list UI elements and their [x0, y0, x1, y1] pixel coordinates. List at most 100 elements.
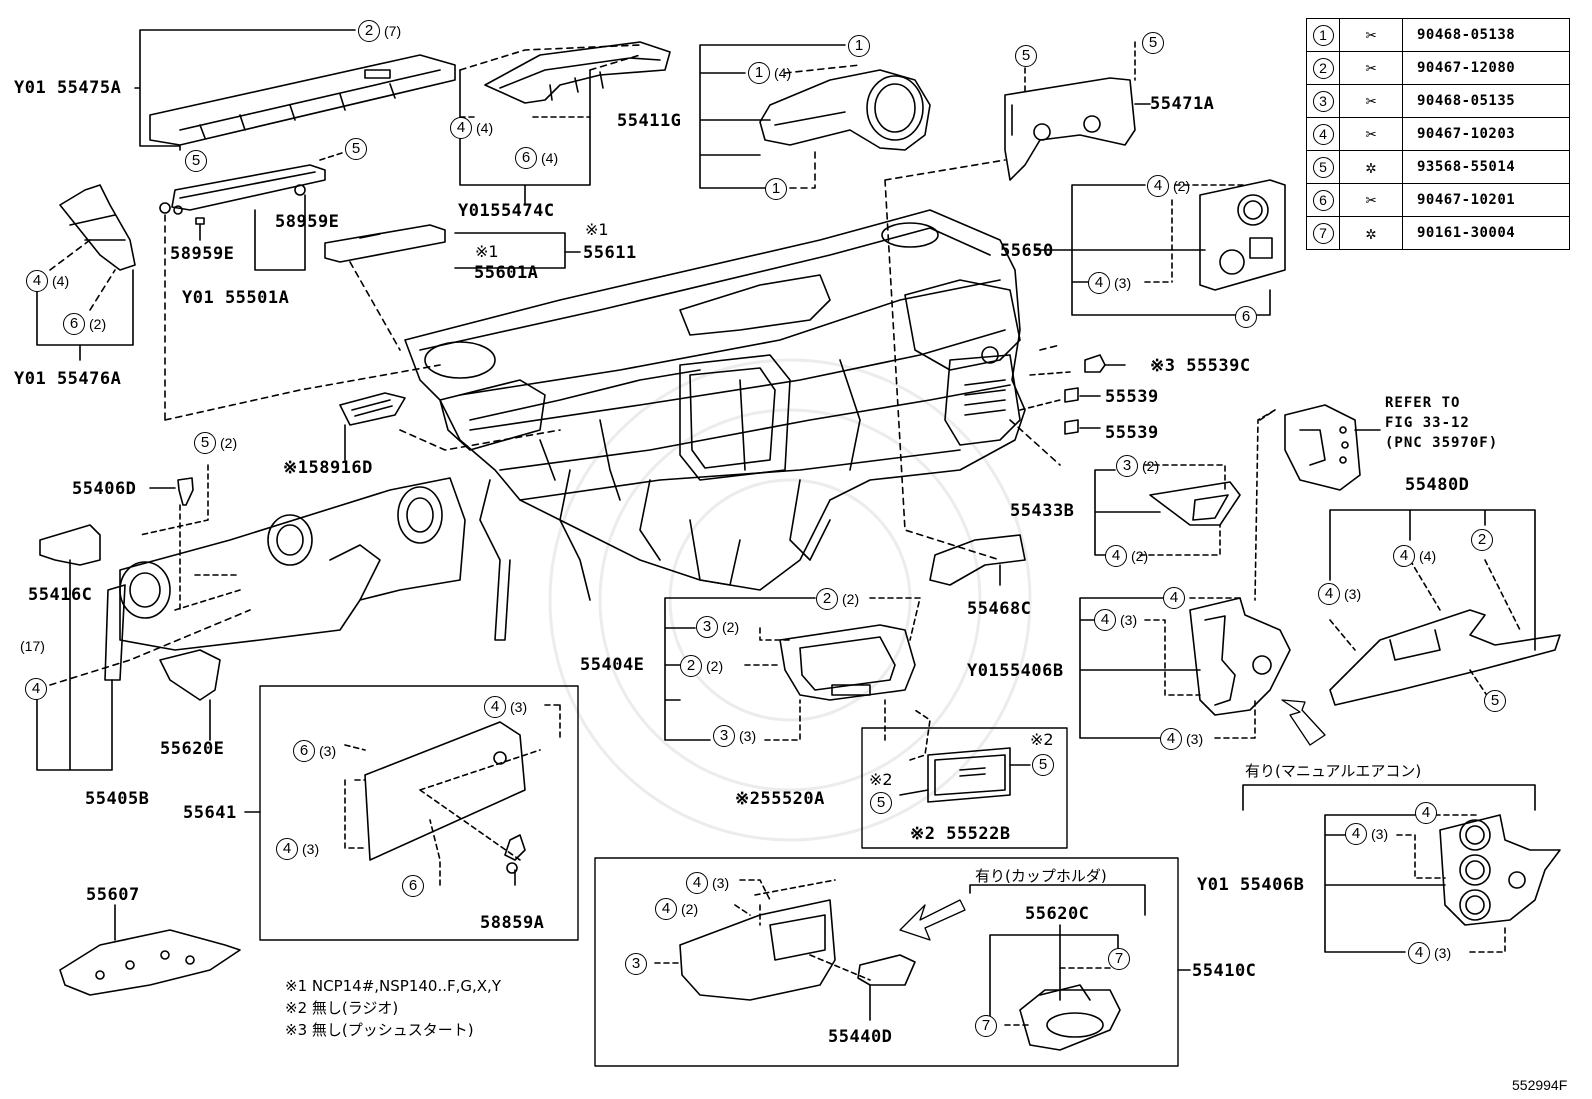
legend-row: 1✂90468-05138	[1306, 18, 1570, 52]
trim-55468C	[929, 534, 1026, 586]
part-label-55620C[interactable]: 55620C	[1025, 904, 1090, 924]
legend-key: 5	[1306, 150, 1340, 184]
callout-quantity: (3)	[1186, 731, 1204, 747]
callout-number: 5	[1015, 45, 1037, 67]
callout-quantity: (2)	[89, 316, 107, 332]
footnote: ※1 NCP14#,NSP140..F,G,X,Y	[285, 977, 501, 995]
callout-quantity: (3)	[739, 728, 757, 744]
callout-quantity: (4)	[476, 120, 494, 136]
refer-note[interactable]: REFER TO FIG 33-12 (PNC 35970F)	[1385, 393, 1498, 453]
part-label-55410C[interactable]: 55410C	[1192, 961, 1257, 981]
callout-number: 4	[1393, 545, 1415, 567]
legend-key: 2	[1306, 51, 1340, 85]
part-label-55539-2[interactable]: 55539	[1105, 423, 1159, 443]
callout-number: 1	[848, 35, 870, 57]
variant-label-cup-holder: 有り(カップホルダ)	[975, 867, 1107, 885]
footnote-mark: ※1	[475, 242, 499, 261]
leader	[134, 29, 356, 151]
callout-quantity: (3)	[510, 699, 528, 715]
part-label-55539C[interactable]: ※3 55539C	[1150, 356, 1251, 376]
part-label-55601A[interactable]: 55601A	[474, 263, 539, 283]
clip-icon: ✂	[1339, 18, 1403, 52]
part-label-55522B[interactable]: ※2 55522B	[910, 824, 1011, 844]
legend-row: 6✂90467-10201	[1306, 183, 1570, 217]
part-label-55611[interactable]: 55611	[583, 243, 637, 263]
quantity-label: (17)	[20, 638, 45, 654]
part-label-58916D[interactable]: ※158916D	[283, 458, 373, 478]
legend-key-number: 4	[1312, 123, 1334, 145]
legend-part-number[interactable]: 90467-10203	[1402, 117, 1570, 151]
part-label-55406D[interactable]: 55406D	[72, 479, 137, 499]
diagram-id: 552994F	[1512, 1077, 1568, 1093]
part-label-55520A[interactable]: ※255520A	[735, 789, 825, 809]
screw-icon: ✲	[1339, 216, 1403, 250]
part-label-58959E[interactable]: 58959E	[275, 212, 340, 232]
callout-number: 7	[975, 1015, 997, 1037]
callout-number: 4	[1105, 545, 1127, 567]
panel-55475A	[149, 54, 456, 146]
callout-quantity: (3)	[1120, 612, 1138, 628]
callout-quantity: (3)	[319, 743, 337, 759]
callout-quantity: (3)	[1114, 275, 1132, 291]
callout-number: 6	[515, 147, 537, 169]
legend-part-number[interactable]: 90468-05135	[1402, 84, 1570, 118]
part-label-55471A[interactable]: 55471A	[1150, 94, 1215, 114]
part-label-55641[interactable]: 55641	[183, 803, 237, 823]
part-label-55539[interactable]: 55539	[1105, 387, 1159, 407]
part-label-55405B[interactable]: 55405B	[85, 789, 150, 809]
callout-number: 4	[1318, 583, 1340, 605]
part-label-58959E-2[interactable]: 58959E	[170, 244, 235, 264]
callout-quantity: (3)	[712, 875, 730, 891]
callout-number: 4	[1163, 587, 1185, 609]
refer-line: REFER TO	[1385, 395, 1461, 411]
part-label-55440D[interactable]: 55440D	[828, 1027, 893, 1047]
callout-number: 1	[748, 62, 770, 84]
part-label-55404E[interactable]: 55404E	[580, 655, 645, 675]
variant-label-manual-ac: 有り(マニュアルエアコン)	[1245, 762, 1422, 780]
part-label-58859A[interactable]: 58859A	[480, 913, 545, 933]
bezel-55404E	[779, 624, 916, 701]
footnote: ※2 無し(ラジオ)	[285, 999, 399, 1017]
part-label-55406B[interactable]: Y0155406B	[967, 661, 1064, 681]
callout-number: 6	[63, 313, 85, 335]
screw-icon: ✲	[1339, 150, 1403, 184]
legend-part-number[interactable]: 90467-12080	[1402, 51, 1570, 85]
part-label-55476A[interactable]: Y01 55476A	[14, 369, 122, 389]
part-label-55650[interactable]: 55650	[1000, 241, 1054, 261]
callout-number: 4	[26, 270, 48, 292]
part-label-55480D[interactable]: 55480D	[1405, 475, 1470, 495]
part-label-55411G[interactable]: 55411G	[617, 111, 682, 131]
callout-quantity: (2)	[681, 901, 699, 917]
callout-quantity: (4)	[541, 150, 559, 166]
meter-hood-55411G	[759, 69, 931, 151]
part-label-55416C[interactable]: 55416C	[28, 585, 93, 605]
part-label-55607[interactable]: 55607	[86, 885, 140, 905]
legend-row: 5✲93568-55014	[1306, 150, 1570, 184]
strip-55405B	[104, 584, 126, 681]
callout-number: 5	[1032, 754, 1054, 776]
callout-number: 6	[402, 875, 424, 897]
part-label-55620E[interactable]: 55620E	[160, 739, 225, 759]
lid-55601A	[324, 224, 446, 263]
legend-part-number[interactable]: 93568-55014	[1402, 150, 1570, 184]
part-label-55474C[interactable]: Y0155474C	[458, 201, 555, 221]
part-label-55468C[interactable]: 55468C	[967, 599, 1032, 619]
legend-part-number[interactable]: 90468-05138	[1402, 18, 1570, 52]
callout-number: 3	[625, 953, 647, 975]
cup-insert-55440D	[857, 954, 916, 986]
bracket-55620E	[159, 649, 221, 701]
part-label-55501A[interactable]: Y01 55501A	[182, 288, 290, 308]
legend-part-number[interactable]: 90161-30004	[1402, 216, 1570, 250]
part-label-55475A[interactable]: Y01 55475A	[14, 78, 122, 98]
part-label-55433B[interactable]: 55433B	[1010, 501, 1075, 521]
callout-number: 4	[484, 696, 506, 718]
callout-quantity: (2)	[1142, 458, 1160, 474]
legend-row: 4✂90467-10203	[1306, 117, 1570, 151]
radio-blank-55522B	[927, 747, 1011, 803]
callout-number: 5	[345, 138, 367, 160]
arrow-icon	[899, 899, 966, 941]
legend-part-number[interactable]: 90467-10201	[1402, 183, 1570, 217]
part-label-55406B-2[interactable]: Y01 55406B	[1197, 875, 1305, 895]
